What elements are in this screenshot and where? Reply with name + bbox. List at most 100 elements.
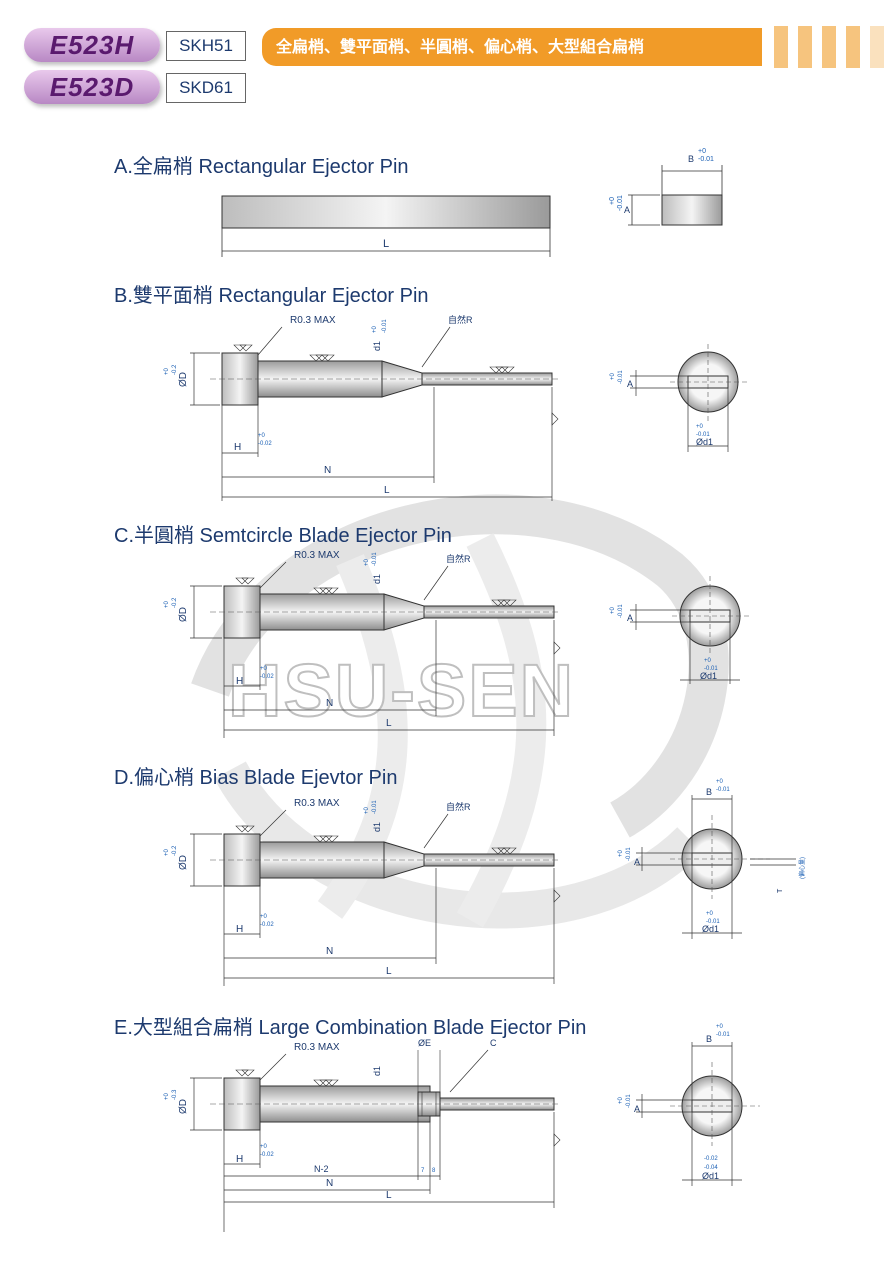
svg-text:+0: +0 [610, 606, 616, 614]
svg-text:+0: +0 [164, 367, 170, 375]
svg-text:R0.3 MAX: R0.3 MAX [294, 1042, 340, 1053]
watermark-text: HSU-SEN [227, 648, 576, 733]
svg-text:+0: +0 [260, 914, 268, 920]
section-e-side-view: R0.3 MAX ØE C d1 ØD +0 -0.3 H +0 -0.02 N… [164, 1038, 561, 1232]
svg-text:+0: +0 [258, 433, 266, 439]
svg-text:A: A [627, 613, 633, 623]
svg-text:Ød1: Ød1 [700, 671, 717, 681]
section-e-title: E.大型組合扁梢 Large Combination Blade Ejector… [114, 1017, 587, 1039]
section-d-title: D.偏心梢 Bias Blade Ejevtor Pin [114, 767, 398, 789]
svg-text:A: A [627, 379, 633, 389]
svg-text:Ød1: Ød1 [696, 437, 713, 447]
svg-text:+0: +0 [716, 779, 724, 785]
svg-text:C: C [490, 1038, 497, 1048]
svg-text:(偏心量): (偏心量) [798, 857, 806, 879]
svg-text:自然R: 自然R [448, 314, 473, 325]
svg-text:+0: +0 [704, 658, 712, 664]
svg-text:+0: +0 [364, 806, 370, 814]
material-skh51: SKH51 [166, 31, 246, 61]
svg-text:ØD: ØD [178, 372, 189, 387]
pin-blade [421, 372, 553, 386]
svg-text:L: L [386, 966, 392, 977]
section-c-end-view: A +0 -0.01 +0 -0.01 Ød1 [610, 576, 752, 684]
svg-text:-0.02: -0.02 [260, 674, 274, 680]
svg-text:-0.01: -0.01 [706, 919, 720, 925]
svg-text:H: H [234, 442, 241, 453]
banner-stripe [846, 26, 860, 68]
dim-A: A [624, 205, 630, 215]
svg-text:-0.01: -0.01 [372, 800, 378, 814]
banner-stripe [774, 26, 788, 68]
svg-text:8: 8 [432, 1168, 436, 1174]
svg-text:-0.01: -0.01 [696, 432, 710, 438]
svg-text:N: N [326, 946, 333, 957]
section-d-side-view: R0.3 MAX 自然R d1 +0 -0.01 ØD +0 -0.2 H +0… [164, 798, 561, 986]
svg-text:Ød1: Ød1 [702, 1171, 719, 1181]
svg-text:d1: d1 [372, 1066, 382, 1076]
svg-text:ØE: ØE [418, 1038, 431, 1048]
svg-text:+0: +0 [609, 197, 616, 205]
svg-text:-0.01: -0.01 [372, 552, 378, 566]
svg-text:-0.01: -0.01 [617, 195, 624, 211]
svg-text:-0.01: -0.01 [382, 319, 388, 333]
svg-text:L: L [386, 1190, 392, 1201]
svg-text:-0.01: -0.01 [716, 1032, 730, 1038]
svg-text:N-2: N-2 [314, 1164, 329, 1174]
svg-text:+0: +0 [696, 424, 704, 430]
svg-text:+0: +0 [164, 1092, 170, 1100]
section-b-end-view: A +0 -0.01 +0 -0.01 Ød1 [610, 344, 750, 452]
section-c-side-view: R0.3 MAX 自然R d1 +0 -0.01 ØD +0 -0.2 H +0… [164, 550, 561, 738]
svg-text:+0: +0 [260, 1144, 268, 1150]
svg-text:ØD: ØD [178, 855, 189, 870]
section-a-end-view: B +0 -0.01 A +0 -0.01 [609, 148, 723, 226]
rect-end-face [661, 194, 723, 226]
svg-text:-0.01: -0.01 [618, 370, 624, 384]
svg-text:H: H [236, 676, 243, 687]
svg-text:A: A [634, 1104, 640, 1114]
svg-text:-0.02: -0.02 [258, 441, 272, 447]
section-b-side-view: R0.3 MAX 自然R d1 +0 -0.01 ØD +0 -0.2 H +0… [164, 314, 560, 501]
svg-text:T: T [777, 888, 784, 893]
svg-text:ØD: ØD [178, 607, 189, 622]
svg-text:-0.01: -0.01 [626, 1094, 632, 1108]
svg-text:自然R: 自然R [446, 801, 471, 812]
svg-text:-0.02: -0.02 [260, 922, 274, 928]
svg-text:+0: +0 [716, 1024, 724, 1030]
svg-text:+0: +0 [706, 911, 714, 917]
rect-pin-body [221, 195, 551, 229]
svg-text:B: B [706, 1034, 712, 1044]
svg-text:d1: d1 [372, 822, 382, 832]
svg-text:-0.02: -0.02 [704, 1156, 718, 1162]
section-d-end-view: B +0 -0.01 A +0 -0.01 T (偏心量) +0 -0.01 Ø… [618, 779, 806, 939]
dim-B: B [688, 154, 694, 164]
svg-text:B: B [706, 787, 712, 797]
svg-text:+0: +0 [260, 666, 268, 672]
svg-text:A: A [634, 857, 640, 867]
svg-text:+0: +0 [610, 372, 616, 380]
svg-text:-0.2: -0.2 [172, 364, 178, 375]
svg-text:d1: d1 [372, 574, 382, 584]
svg-text:+0: +0 [372, 325, 378, 333]
svg-text:ØD: ØD [178, 1099, 189, 1114]
svg-text:H: H [236, 1154, 243, 1165]
banner-stripe [870, 26, 884, 68]
svg-text:H: H [236, 924, 243, 935]
svg-text:-0.01: -0.01 [704, 666, 718, 672]
svg-text:N: N [326, 698, 333, 709]
svg-text:L: L [384, 485, 390, 496]
svg-text:+0: +0 [618, 849, 624, 857]
svg-text:+0: +0 [164, 848, 170, 856]
section-c-title: C.半圓梢 Semtcircle Blade Ejector Pin [114, 525, 452, 547]
svg-text:-0.01: -0.01 [618, 604, 624, 618]
section-a-side-view: L [221, 195, 551, 257]
product-code-e523d: E523D [24, 70, 160, 104]
category-banner: 全扁梢、雙平面梢、半圓梢、偏心梢、大型組合扁梢 [262, 28, 762, 66]
svg-text:R0.3 MAX: R0.3 MAX [294, 798, 340, 809]
material-skd61: SKD61 [166, 73, 246, 103]
svg-text:-0.01: -0.01 [626, 847, 632, 861]
svg-text:N: N [326, 1178, 333, 1189]
svg-text:+0: +0 [618, 1096, 624, 1104]
svg-text:7: 7 [421, 1168, 425, 1174]
svg-text:-0.01: -0.01 [716, 787, 730, 793]
product-code-e523h: E523H [24, 28, 160, 62]
